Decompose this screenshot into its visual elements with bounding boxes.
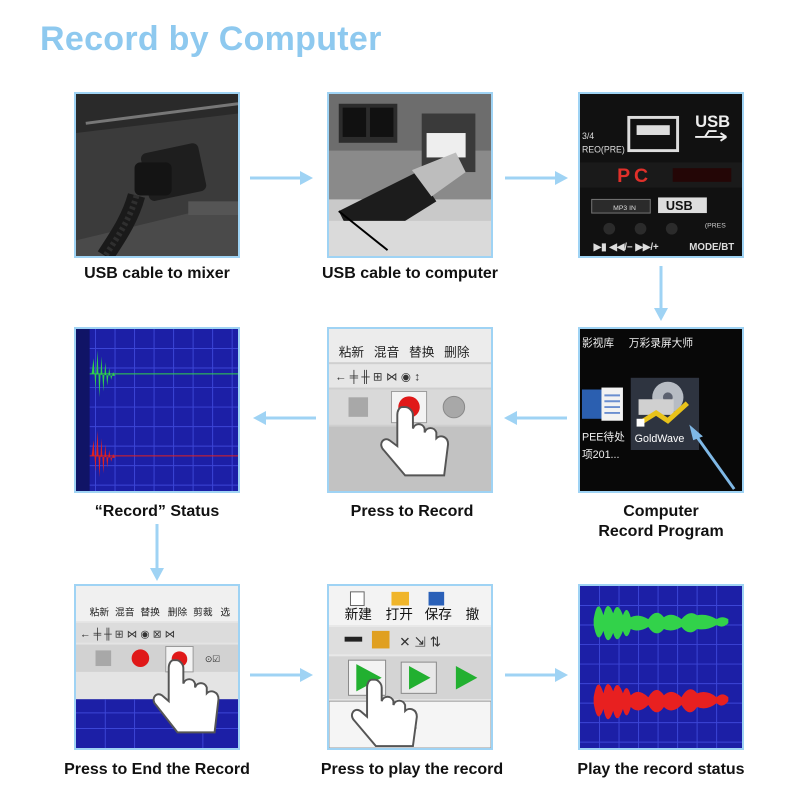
arrow-right-3 bbox=[250, 668, 313, 682]
arrow-left-1 bbox=[253, 411, 316, 425]
usb-label: USB bbox=[695, 112, 730, 131]
mixer-fraction: 3/4 bbox=[582, 131, 594, 141]
step-5-caption: Press to Record bbox=[350, 503, 474, 520]
pointing-hand-icon bbox=[351, 678, 418, 748]
svg-text:← ╪ ╫ ⊞ ⋈ ◉ ⊠ ⋈: ← ╪ ╫ ⊞ ⋈ ◉ ⊠ ⋈ bbox=[80, 628, 176, 642]
step-8-press-play: 新建 打开 保存 撤 ✕ ⇲ ⇅ 题5 bbox=[327, 584, 493, 750]
svg-text:✕ ⇲ ⇅: ✕ ⇲ ⇅ bbox=[399, 635, 441, 650]
step-5-press-record: 粘新 混音 替换 删除 ← ╪ ╫ ⊞ ⋈ ◉ ↕ bbox=[327, 327, 493, 493]
arrow-down-1 bbox=[654, 266, 668, 321]
svg-text:选: 选 bbox=[220, 605, 230, 618]
step-7-press-end: 粘新 混音 替换 删除 剪裁 选 ← ╪ ╫ ⊞ ⋈ ◉ ⊠ ⋈ ⊙☑ bbox=[74, 584, 240, 750]
step-3-mixer-panel: 3/4 REO(PRE) USB PC MP3 IN USB (PRES ▶▮ … bbox=[578, 92, 744, 258]
svg-text:打开: 打开 bbox=[386, 606, 413, 622]
svg-text:粘新: 粘新 bbox=[90, 605, 110, 618]
toolbar-replace: 替换 bbox=[409, 345, 435, 359]
mixer-controls: MODE/BT bbox=[689, 242, 734, 253]
pointing-hand-icon bbox=[380, 406, 450, 477]
pointing-hand-icon bbox=[152, 659, 220, 734]
desktop-file-line1: PEE待处 bbox=[582, 430, 625, 443]
mixer-pre: (PRES bbox=[705, 223, 726, 230]
svg-text:▶▮ ◀◀/− ▶▶/+: ▶▮ ◀◀/− ▶▶/+ bbox=[593, 242, 659, 253]
green-waveform bbox=[593, 605, 729, 641]
play-button-icon bbox=[356, 664, 382, 692]
red-waveform bbox=[593, 684, 729, 720]
arrow-right-2 bbox=[505, 171, 568, 185]
toolbar-delete: 删除 bbox=[444, 345, 470, 359]
mixer-stereo: REO(PRE) bbox=[582, 145, 625, 155]
arrow-right-1 bbox=[250, 171, 313, 185]
step-8-caption: Press to play the record bbox=[320, 761, 504, 778]
step-6-caption: “Record” Status bbox=[94, 503, 220, 520]
svg-text:撤: 撤 bbox=[466, 607, 480, 622]
goldwave-label: GoldWave bbox=[635, 433, 685, 445]
pause-icon bbox=[442, 395, 466, 419]
page-title: Record by Computer bbox=[40, 20, 382, 58]
arrow-left-2 bbox=[504, 411, 567, 425]
step-2-photo bbox=[327, 92, 493, 258]
svg-text:← ╪ ╫ ⊞ ⋈ ◉ ↕: ← ╪ ╫ ⊞ ⋈ ◉ ↕ bbox=[335, 370, 420, 385]
step-1-caption: USB cable to mixer bbox=[84, 265, 230, 282]
desktop-lib-label: 影视库 bbox=[582, 337, 614, 350]
mixer-display: PC bbox=[617, 165, 652, 187]
word-doc-icon bbox=[581, 389, 604, 419]
stop-icon bbox=[348, 397, 369, 417]
step-9-play-status bbox=[578, 584, 744, 750]
svg-text:剪裁: 剪裁 bbox=[193, 605, 213, 618]
step-2-caption: USB cable to computer bbox=[321, 265, 499, 282]
usb-symbol-icon bbox=[695, 130, 727, 142]
step-9-caption: Play the record status bbox=[577, 761, 745, 778]
toolbar-paste-new: 粘新 bbox=[339, 344, 365, 359]
arrow-down-2 bbox=[150, 524, 164, 581]
step-4-caption: Computer bbox=[623, 503, 699, 520]
usb-port-icon bbox=[627, 115, 680, 153]
svg-text:混音: 混音 bbox=[115, 605, 135, 618]
toolbar-mix: 混音 bbox=[374, 344, 399, 359]
step-7-caption: Press to End the Record bbox=[64, 761, 250, 778]
svg-text:删除: 删除 bbox=[168, 605, 188, 618]
svg-text:⊙☑: ⊙☑ bbox=[205, 654, 220, 664]
arrow-right-4 bbox=[505, 668, 568, 682]
mp3-label: MP3 IN bbox=[613, 205, 636, 212]
svg-text:替换: 替换 bbox=[140, 605, 160, 618]
usb-badge: USB bbox=[666, 199, 693, 213]
svg-text:保存: 保存 bbox=[425, 607, 453, 622]
step-1-photo bbox=[74, 92, 240, 258]
step-4-caption-2: Record Program bbox=[598, 523, 724, 540]
desktop-file-line2: 项201... bbox=[582, 449, 620, 461]
step-4-desktop: 影视库 万彩录屏大师 PEE待处 项201... GoldWave bbox=[578, 327, 744, 493]
step-6-record-status bbox=[74, 327, 240, 493]
desktop-app-label: 万彩录屏大师 bbox=[629, 337, 694, 350]
svg-text:新建: 新建 bbox=[345, 607, 373, 622]
